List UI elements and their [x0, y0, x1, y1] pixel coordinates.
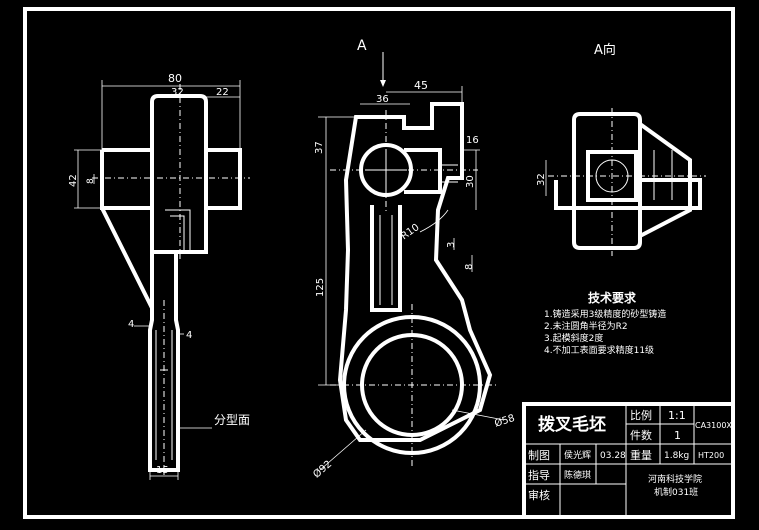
part-name: 拨叉毛坯	[538, 414, 606, 435]
drawn-name: 侯光辉	[564, 449, 591, 461]
dim-80: 80	[168, 72, 182, 85]
dim-4b: 4	[186, 330, 192, 341]
dim-125: 125	[315, 278, 326, 297]
a-direction-view: A向 32	[536, 42, 706, 256]
dim-30: 30	[465, 175, 476, 188]
dim-37: 37	[314, 141, 325, 154]
tech-req-item: 1.铸造采用3级精度的砂型铸造	[544, 308, 666, 320]
dim-36: 36	[376, 94, 389, 105]
side-view: 80 32 22 42 8 4 4 15 分型面	[68, 72, 250, 480]
view-a-dir-label: A向	[594, 42, 616, 58]
school-name: 河南科技学院	[648, 473, 702, 485]
dim-45: 45	[414, 79, 428, 92]
dim-42: 42	[68, 174, 79, 187]
weight-value: 1.8kg	[664, 451, 689, 461]
dim-d58: Ø58	[493, 412, 516, 430]
tech-req-title: 技术要求	[588, 290, 637, 305]
material: HT200	[698, 451, 724, 460]
dim-3: 3	[446, 242, 457, 248]
tech-req-item: 4.不加工表面要求精度11级	[544, 344, 654, 356]
dim-8-front: 8	[464, 264, 475, 270]
dim-32: 32	[171, 87, 184, 98]
view-a-label: A	[357, 38, 367, 54]
class-name: 机制031班	[654, 486, 698, 498]
drawn-date: 03.28	[600, 451, 626, 461]
guide-name: 陈德琪	[564, 469, 591, 481]
drawing-number: CA3100X	[695, 421, 732, 430]
parting-surface-label: 分型面	[214, 413, 250, 427]
guide-label: 指导	[528, 468, 550, 482]
dim-4a: 4	[128, 319, 134, 330]
drawing-frame	[23, 7, 735, 519]
scale-label: 比例	[630, 408, 652, 422]
dim-r10: R10	[399, 222, 421, 242]
dim-d92: Ø92	[311, 458, 335, 480]
review-label: 审核	[528, 488, 550, 502]
tech-req-item: 2.未注圆角半径为R2	[544, 320, 628, 332]
drawn-label: 制图	[528, 449, 550, 462]
dim-15: 15	[156, 465, 169, 476]
front-view: A 45 36 37 125 16	[311, 38, 517, 481]
count-label: 件数	[630, 429, 652, 442]
weight-label: 重量	[630, 448, 652, 462]
dim-16: 16	[466, 135, 479, 146]
scale-value: 1:1	[668, 409, 686, 422]
tech-req-item: 3.起模斜度2度	[544, 332, 603, 344]
technical-requirements: 技术要求 1.铸造采用3级精度的砂型铸造 2.未注圆角半径为R2 3.起模斜度2…	[544, 290, 666, 356]
count-value: 1	[674, 429, 681, 442]
dim-8: 8	[86, 178, 96, 184]
dim-22: 22	[216, 87, 229, 98]
dim-32-a: 32	[536, 173, 547, 186]
title-block: 拨叉毛坯 比例 1:1 CA3100X 件数 1 制图 侯光辉 03.28 重量…	[522, 402, 733, 517]
